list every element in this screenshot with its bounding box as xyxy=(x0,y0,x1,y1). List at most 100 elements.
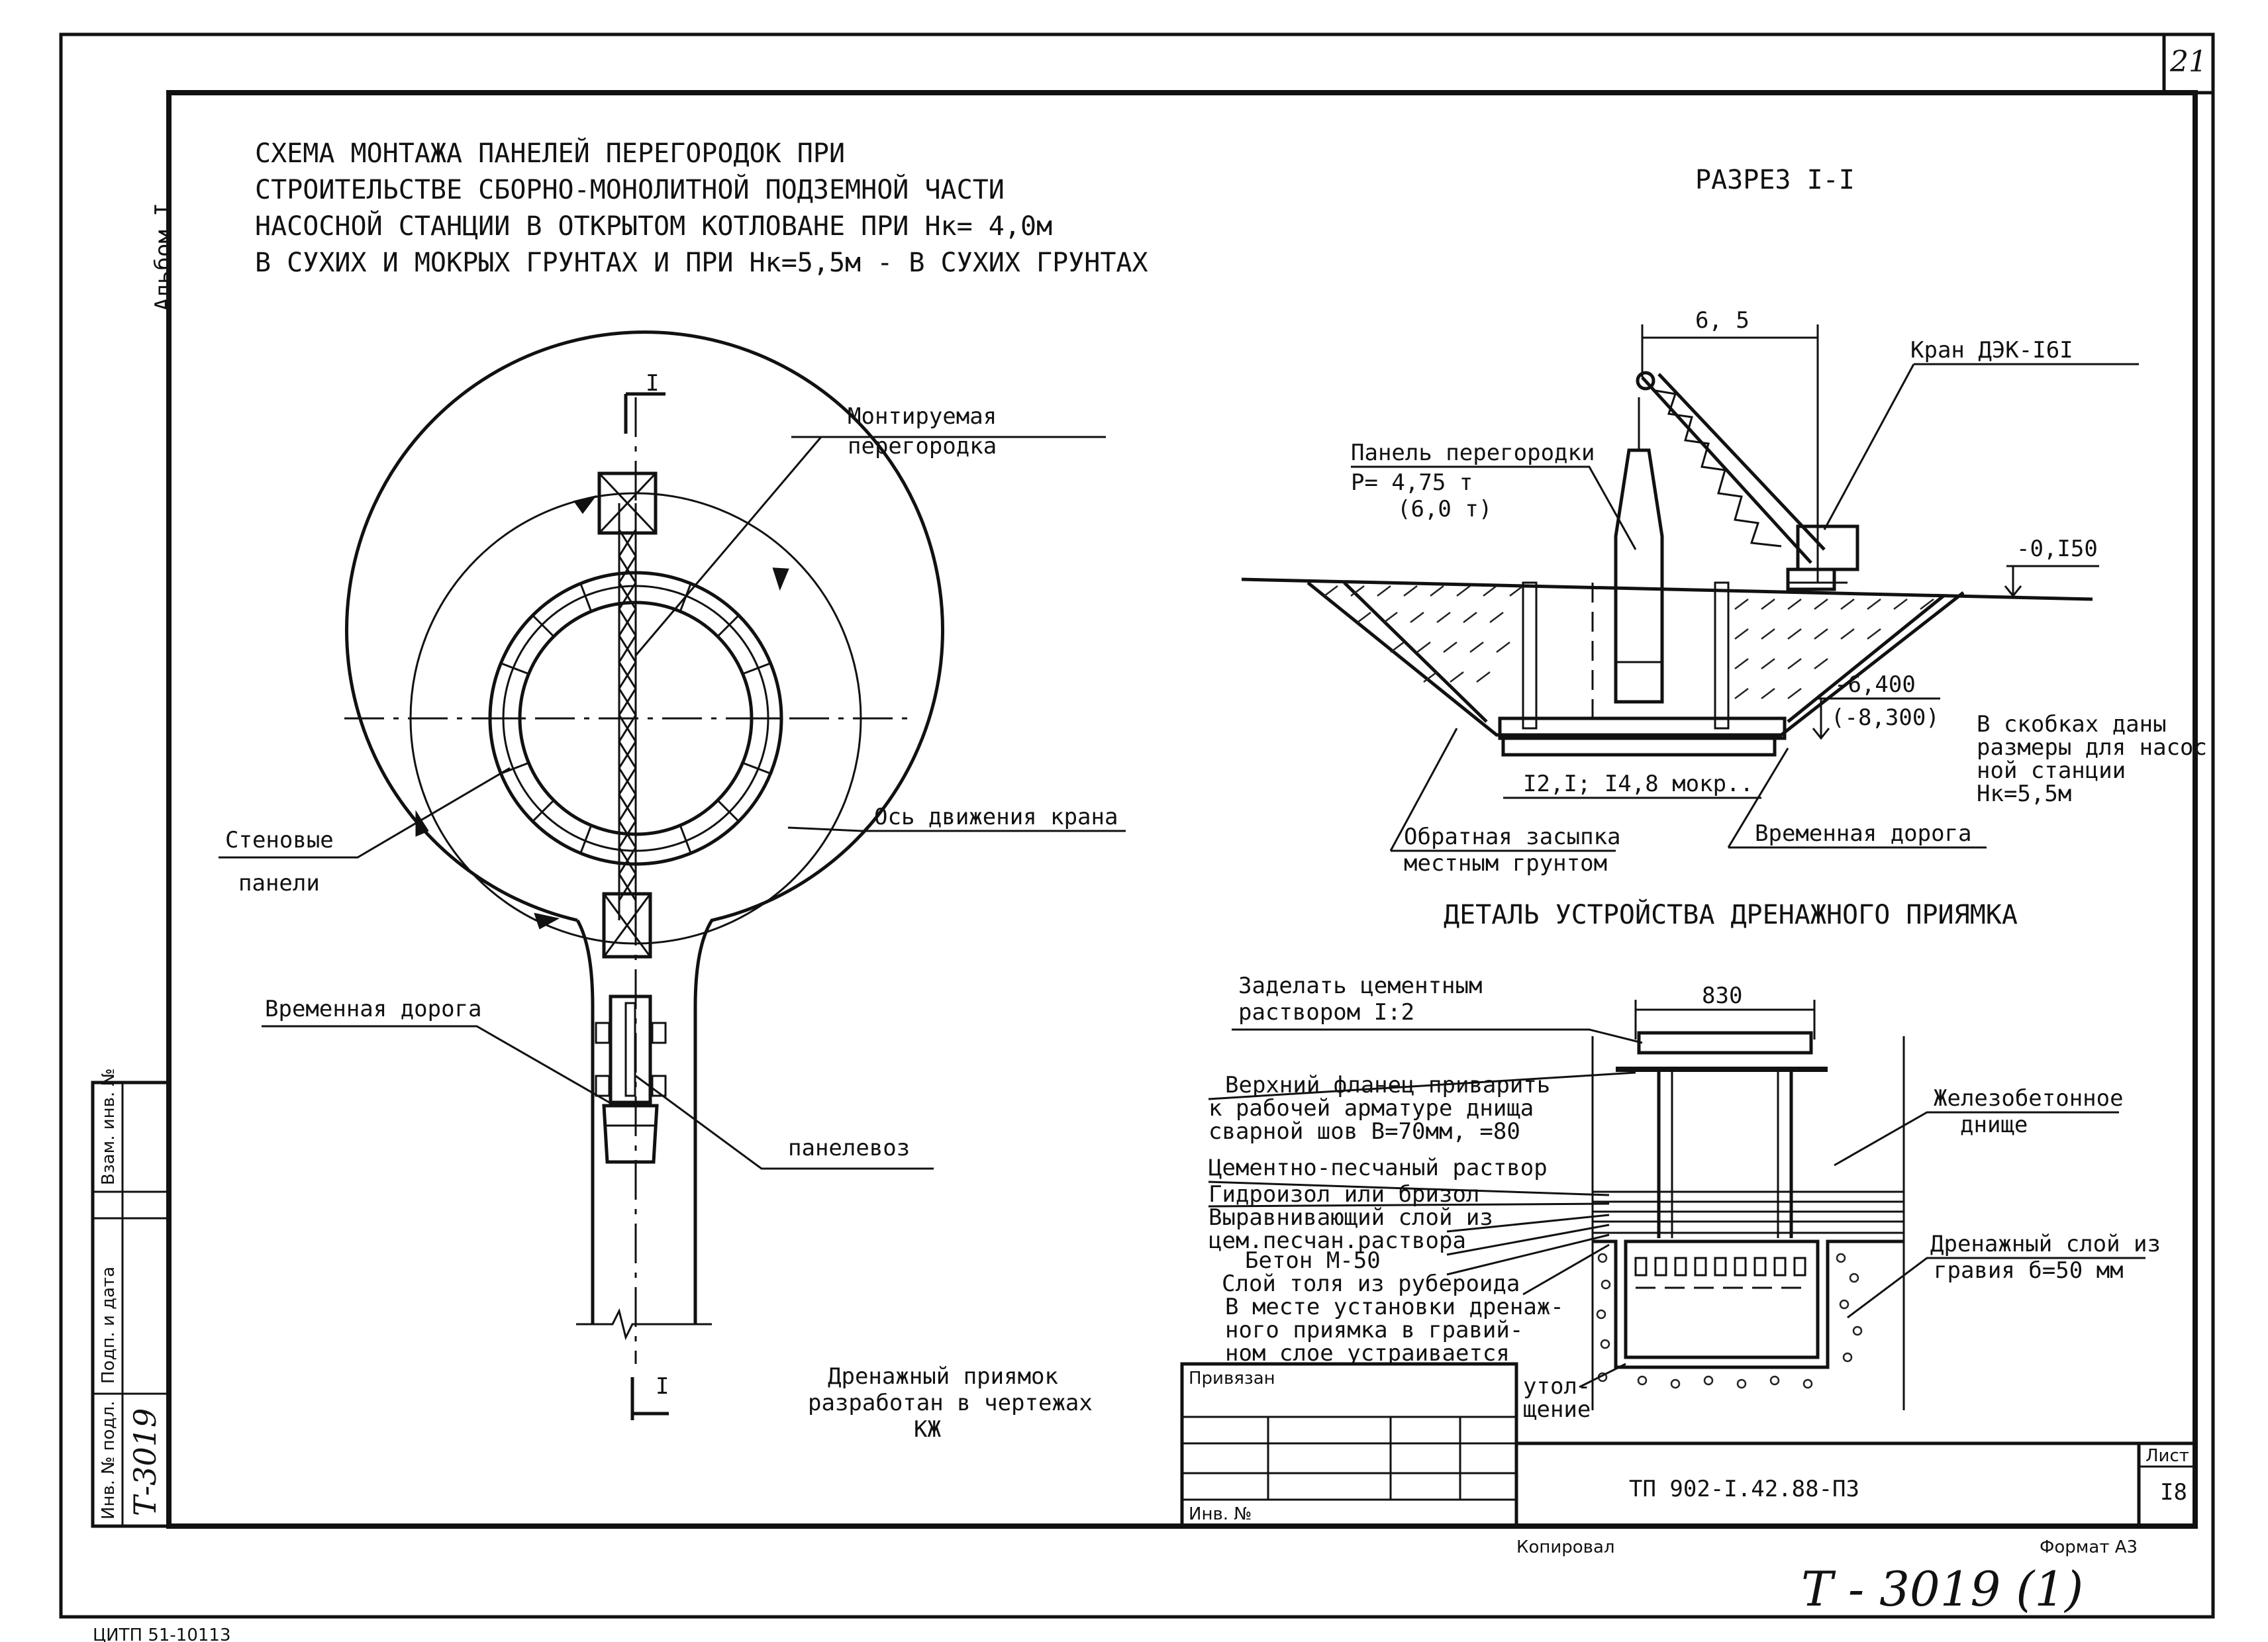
section-mark-top-label: I xyxy=(646,370,659,397)
break-line xyxy=(576,1308,712,1341)
corner-sheet-number: 21 xyxy=(2169,45,2207,79)
leader-flange xyxy=(1208,1071,1636,1100)
level-top: -0,I50 xyxy=(2016,536,2098,562)
cap-plug xyxy=(1637,1031,1813,1055)
side-stamp-frame xyxy=(91,1081,171,1528)
leader-crane-axis xyxy=(787,826,1126,832)
title-line-3: НАСОСНОЙ СТАНЦИИ В ОТКРЫТОМ КОТЛОВАНЕ ПР… xyxy=(255,210,1052,242)
corner-sheet-box xyxy=(2162,32,2215,95)
bound-label: Привязан xyxy=(1189,1369,1275,1388)
section-temp-road-label: Временная дорога xyxy=(1755,820,1972,847)
level-bottom-mark xyxy=(1812,699,1830,740)
pit-box xyxy=(1624,1239,1820,1359)
crane-platform-outline xyxy=(345,330,944,1324)
leader-temp-road xyxy=(262,1025,610,1104)
sign-date-label: Подп. и дата xyxy=(99,1267,119,1384)
thickening-note-2: ного приямка в гравий- xyxy=(1225,1317,1523,1343)
leader-drain-layer xyxy=(1847,1257,2145,1319)
cement-label-1: Заделать цементным xyxy=(1238,973,1482,999)
leader-crane xyxy=(1823,363,1915,530)
layer-label-6: Слой толя из рубероида xyxy=(1222,1271,1520,1297)
section-view: РАЗРЕЗ I-I 6, 5 xyxy=(1241,165,2207,877)
plan-view: I I Монтируемая перегородка Стеновые пан… xyxy=(219,330,1126,1443)
section-note-1: В скобках даны xyxy=(1977,711,2167,738)
pit-note-1: Дренажный приямок xyxy=(828,1363,1058,1390)
crane-axis-label: Ось движения крана xyxy=(874,804,1118,830)
doc-code-box xyxy=(1514,1441,2197,1528)
leader-section-road xyxy=(1727,748,1987,849)
gravel-texture xyxy=(1596,1253,1863,1389)
section-note-3: ной станции xyxy=(1977,757,2126,784)
section-mark-bottom-label: I xyxy=(656,1373,669,1400)
section-title: РАЗРЕЗ I-I xyxy=(1695,165,1855,195)
drawing-title: СХЕМА МОНТАЖА ПАНЕЛЕЙ ПЕРЕГОРОДОК ПРИ СТ… xyxy=(255,137,1148,278)
gravel-outline xyxy=(1593,1239,1904,1369)
leader-panel xyxy=(1351,465,1637,550)
doc-code: ТП 902-I.42.88-ПЗ xyxy=(1629,1476,1859,1502)
title-line-4: В СУХИХ И МОКРЫХ ГРУНТАХ И ПРИ Нк=5,5м -… xyxy=(255,248,1148,278)
dim-830: 830 xyxy=(1702,983,1742,1009)
backfill-label-1: Обратная засыпка xyxy=(1404,824,1621,850)
soil-hatching xyxy=(1324,585,1934,699)
dim-6-5: 6, 5 xyxy=(1695,307,1750,334)
ground-line xyxy=(1241,577,2093,601)
perforation-holes xyxy=(1634,1257,1806,1277)
level-top-mark xyxy=(2004,566,2022,598)
thickening-word-2: щение xyxy=(1523,1396,1591,1423)
layer-label-1: Цементно-песчаный раствор xyxy=(1208,1155,1548,1181)
detail-layers xyxy=(1593,1190,1904,1234)
format-label: Формат А3 xyxy=(2040,1537,2138,1557)
layer-label-3: Выравнивающий слой из xyxy=(1208,1204,1493,1231)
flange-label-3: сварной шов В=70мм, =80 xyxy=(1208,1118,1520,1145)
panel-label-1: Панель перегородки xyxy=(1351,440,1595,466)
bottom-dims: I2,I; I4,8 мокр.. xyxy=(1523,771,1753,797)
lifted-panel xyxy=(1614,448,1664,704)
layer-label-2: Гидроизол или бризол xyxy=(1208,1181,1479,1208)
backfill-label-2: местным грунтом xyxy=(1404,850,1607,877)
inv-label: Инв. № xyxy=(1189,1504,1252,1524)
rc-bottom-label-1: Железобетонное xyxy=(1934,1085,2124,1112)
detail-view: ДЕТАЛЬ УСТРОЙСТВА ДРЕНАЖНОГО ПРИЯМКА 830 xyxy=(1208,898,2161,1423)
panel-label-3: (6,0 т) xyxy=(1397,496,1492,522)
bottom-left-print: ЦИТП 51-10113 xyxy=(93,1625,231,1642)
level-bottom: -6,400 xyxy=(1834,671,1916,698)
section-wall-left xyxy=(1522,581,1538,730)
section-mark-bottom xyxy=(630,1377,669,1420)
section-note-4: Нк=5,5м xyxy=(1977,781,2071,807)
flange-label-2: к рабочей арматуре днища xyxy=(1208,1095,1534,1122)
excavation-outline xyxy=(1307,581,1965,737)
section-wall-right xyxy=(1714,581,1730,730)
outer-frame xyxy=(59,32,2215,1619)
section-mark-top xyxy=(624,392,666,434)
section-note-2: размеры для насос xyxy=(1977,734,2207,761)
leader-panel-truck xyxy=(635,1075,934,1170)
layer-label-5: Бетон М-50 xyxy=(1245,1247,1381,1274)
inv-orig-label: Инв. № подл. xyxy=(99,1401,119,1520)
layer-leaders xyxy=(1208,1181,1610,1296)
album-label: Альбом I xyxy=(150,203,177,311)
panel-truck-label: панелевоз xyxy=(788,1135,910,1161)
drain-layer-label-2: гравия б=50 мм xyxy=(1934,1257,2124,1284)
drain-layer-label-1: Дренажный слой из xyxy=(1930,1231,2161,1257)
layer-label-4: цем.песчан.раствора xyxy=(1208,1228,1466,1254)
partition-label-1: Монтируемая xyxy=(848,403,997,430)
partition-label-2: перегородка xyxy=(848,433,997,459)
title-line-2: СТРОИТЕЛЬСТВЕ СБОРНО-МОНОЛИТНОЙ ПОДЗЕМНО… xyxy=(255,173,1005,205)
leader-wall-panels xyxy=(219,767,511,859)
copied-label: Копировал xyxy=(1516,1537,1615,1557)
base-prep xyxy=(1501,738,1777,757)
panel-truck xyxy=(595,994,667,1164)
leader-backfill xyxy=(1389,728,1616,852)
replace-inv-label: Взам. инв. № xyxy=(99,1068,119,1185)
side-stamp: Инв. № подл. Подп. и дата Взам. инв. № Т… xyxy=(91,1068,171,1528)
slope-fill xyxy=(1343,581,1945,723)
bottom-handwritten-code: Т - 3019 (1) xyxy=(1801,1561,2083,1617)
thickening-note-1: В месте установки дренаж- xyxy=(1225,1294,1564,1320)
wall-panels-label-2: панели xyxy=(238,870,320,896)
crane xyxy=(1636,371,1859,591)
plan-temp-road-label: Временная дорога xyxy=(265,996,482,1022)
crane-label: Кран ДЭК-I6I xyxy=(1910,337,2073,363)
inner-frame xyxy=(166,90,2198,1529)
sheet-label: Лист xyxy=(2145,1446,2189,1466)
